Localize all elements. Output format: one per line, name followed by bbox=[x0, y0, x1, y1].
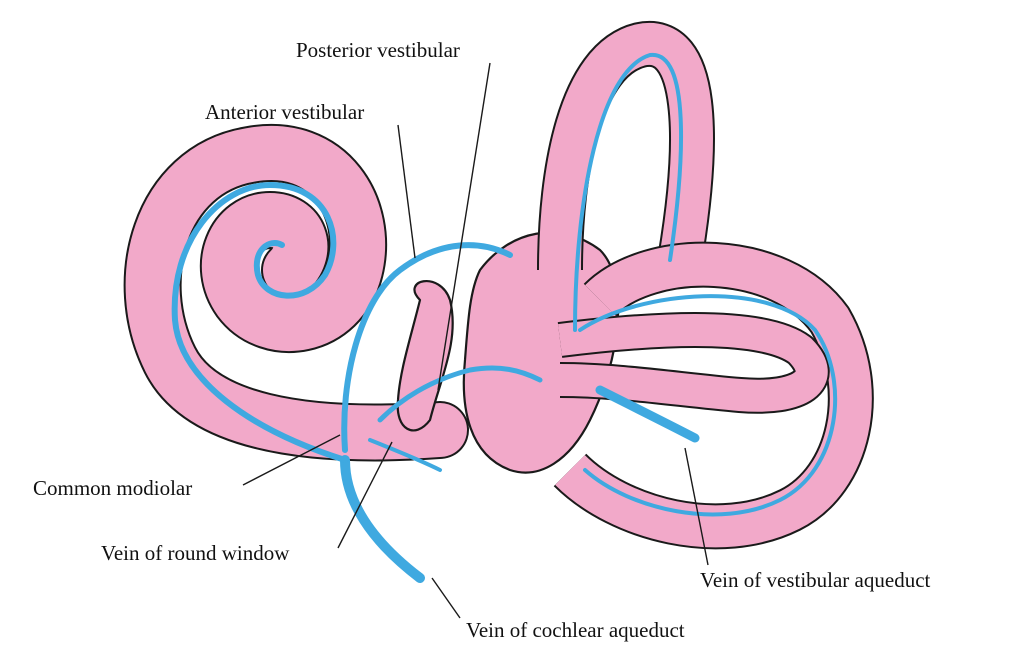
label-anterior-vestibular: Anterior vestibular bbox=[205, 100, 365, 124]
label-vein-of-cochlear-aqueduct: Vein of cochlear aqueduct bbox=[466, 618, 685, 642]
superior-canal-vein bbox=[573, 52, 684, 332]
cochlea-fill bbox=[125, 126, 467, 460]
labyrinth-tissue bbox=[123, 21, 874, 550]
vestibular-aqueduct-vein bbox=[595, 385, 700, 443]
leader-vestibular-aqueduct bbox=[684, 447, 709, 566]
leader-lines bbox=[242, 62, 709, 619]
leader-round-window bbox=[337, 441, 393, 549]
round-window-vein bbox=[368, 438, 442, 472]
posterior-canal-vein bbox=[578, 294, 838, 517]
common-modiolar-vein bbox=[340, 455, 425, 583]
veins bbox=[171, 52, 838, 583]
leader-anterior-vestibular bbox=[397, 124, 416, 259]
leader-common-modiolar bbox=[242, 434, 341, 486]
label-vein-of-round-window: Vein of round window bbox=[101, 541, 290, 565]
anterior-vestibular-vein bbox=[341, 242, 513, 453]
leader-cochlear-aqueduct bbox=[431, 577, 461, 619]
label-vein-of-vestibular-aqueduct: Vein of vestibular aqueduct bbox=[700, 568, 931, 592]
leader-posterior-vestibular bbox=[437, 62, 491, 391]
label-common-modiolar: Common modiolar bbox=[33, 476, 193, 500]
cochlear-spiral-vein bbox=[171, 182, 348, 463]
label-posterior-vestibular: Posterior vestibular bbox=[296, 38, 460, 62]
posterior-vestibular-vein bbox=[377, 365, 543, 423]
